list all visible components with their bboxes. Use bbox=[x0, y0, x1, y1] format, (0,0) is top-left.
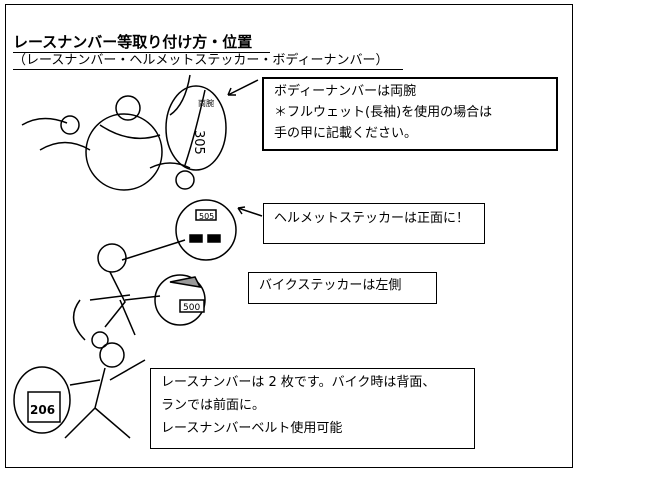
runner-illustration: 206 bbox=[13, 342, 146, 439]
page-title: レースナンバー等取り付け方・位置 bbox=[13, 33, 271, 53]
race-number-callout: レースナンバーは 2 枚です。バイク時は背面、 ランでは前面に。 レースナンバー… bbox=[150, 368, 475, 449]
body-number-callout: ボディーナンバーは両腕 ＊フルウェット(長袖)を使用の場合は 手の甲に記載くださ… bbox=[262, 77, 558, 151]
page-frame bbox=[5, 4, 573, 468]
bike-number: 500 bbox=[183, 303, 200, 313]
callout-line: ヘルメットステッカーは正面に！ bbox=[274, 211, 470, 226]
callout-line: バイクステッカーは左側 bbox=[259, 278, 402, 293]
callout-line: 手の甲に記載ください。 bbox=[274, 126, 418, 141]
cyclist-illustration bbox=[72, 239, 186, 349]
bike-callout: バイクステッカーは左側 bbox=[248, 272, 437, 304]
race-bib-number: 206 bbox=[30, 403, 55, 417]
bike-zoom-circle: 500 bbox=[154, 274, 206, 326]
helmet-number: 505 bbox=[199, 212, 214, 221]
arm-number: 305 bbox=[191, 130, 206, 155]
helmet-zoom-circle: 505 bbox=[175, 199, 263, 261]
callout-line: ＊フルウェット(長袖)を使用の場合は bbox=[274, 105, 493, 120]
arrow-icon bbox=[227, 79, 259, 96]
swimmer-illustration bbox=[21, 95, 195, 191]
callout-line: レースナンバーベルト使用可能 bbox=[161, 421, 343, 436]
callout-line: ボディーナンバーは両腕 bbox=[274, 84, 417, 99]
callout-line: ランでは前面に。 bbox=[161, 398, 266, 413]
page-subtitle: （レースナンバー・ヘルメットステッカー・ボディーナンバー） bbox=[13, 52, 403, 70]
arm-label: 両腕 bbox=[198, 98, 214, 108]
arm-zoom-circle: 両腕 305 bbox=[165, 74, 259, 171]
helmet-callout: ヘルメットステッカーは正面に！ bbox=[263, 203, 485, 244]
callout-line: レースナンバーは 2 枚です。バイク時は背面、 bbox=[161, 375, 436, 390]
